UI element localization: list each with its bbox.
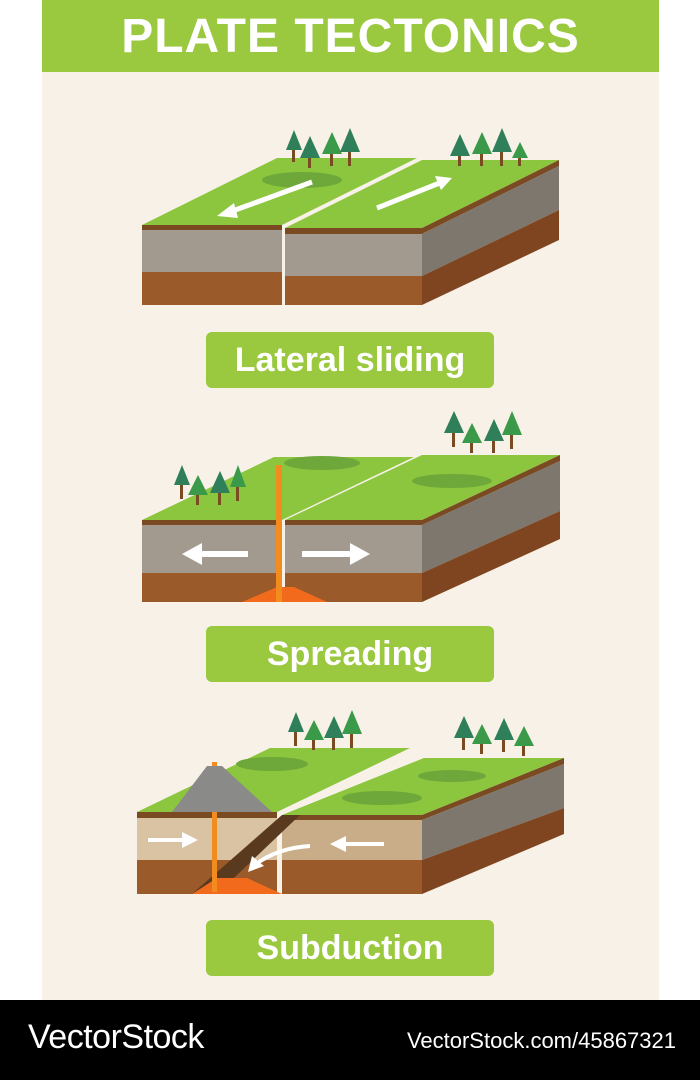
trees-left [286, 128, 360, 168]
volcano [172, 766, 272, 812]
lateral-sliding-label: Lateral sliding [234, 340, 466, 379]
subduction-label: Subduction [256, 928, 444, 967]
arrow-right-plate [376, 179, 443, 211]
subduction-label-box: Subduction [206, 920, 494, 976]
subducting-slab [192, 815, 300, 894]
magma-conduit [276, 465, 282, 602]
magma-conduit [212, 762, 217, 892]
lateral-sliding-diagram [142, 128, 559, 305]
trees-right [444, 411, 522, 453]
arrow-subduction-curve [248, 844, 311, 872]
trees-left [288, 710, 362, 750]
watermark-footer: VectorStock VectorStock.com/45867321 [0, 1000, 700, 1080]
arrow-left-plate [226, 179, 313, 216]
spreading-label: Spreading [266, 634, 434, 673]
arrow-spreading-right [302, 543, 370, 565]
subduction-diagram [137, 710, 564, 894]
spreading-diagram [142, 411, 560, 602]
watermark-brand: VectorStock [28, 1018, 204, 1056]
arrow-subduction-right [330, 836, 384, 852]
page-title: PLATE TECTONICS [121, 9, 580, 63]
trees-right [454, 716, 534, 756]
arrow-spreading-left [182, 543, 248, 565]
trees-right [450, 128, 528, 166]
watermark-image-id: VectorStock.com/45867321 [406, 1028, 676, 1053]
spreading-label-box: Spreading [206, 626, 494, 682]
right-plate-top [285, 160, 559, 228]
trees-left [174, 465, 246, 505]
title-bar: PLATE TECTONICS [42, 0, 659, 72]
arrow-subduction-left [148, 832, 198, 848]
magma-chamber [242, 587, 327, 602]
poster: PLATE TECTONICS [42, 0, 659, 1000]
lateral-sliding-label-box: Lateral sliding [206, 332, 494, 388]
